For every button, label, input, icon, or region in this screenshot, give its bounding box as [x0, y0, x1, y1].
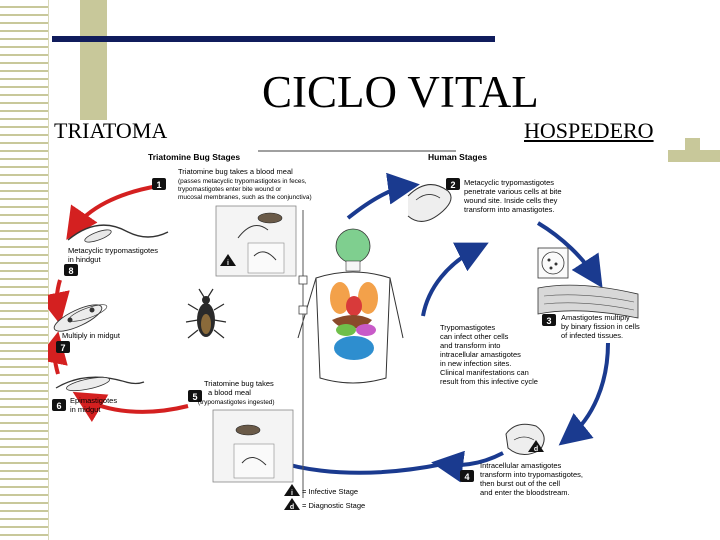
- step-4-text: Intracellular amastigotes transform into…: [480, 461, 585, 497]
- arrow-2-to-3: [536, 221, 603, 289]
- svg-text:d: d: [534, 446, 538, 453]
- step-1-text: Triatomine bug takes a blood meal (passe…: [178, 167, 312, 201]
- step-6-text: Epimastigotes in midgut: [70, 396, 119, 414]
- step-badge-5: 5: [188, 390, 202, 402]
- step-badge-3: 3: [542, 314, 556, 326]
- svg-text:8: 8: [68, 266, 73, 276]
- arrow-3-to-4: [558, 342, 610, 446]
- infective-stage-marker-top: i: [220, 254, 236, 267]
- svg-text:7: 7: [60, 343, 65, 353]
- svg-text:1: 1: [156, 180, 161, 190]
- bug-bite-illustration-top: [215, 205, 297, 277]
- olive-corner-bar: [668, 150, 720, 162]
- step-badge-7: 7: [56, 341, 70, 353]
- arrow-5-to-6: [72, 391, 189, 423]
- svg-text:d: d: [290, 504, 294, 511]
- svg-text:5: 5: [192, 392, 197, 402]
- svg-text:3: 3: [546, 316, 551, 326]
- triatomine-bug-illustration: [185, 288, 227, 339]
- arrow-4-to-3-cycle: [421, 242, 489, 317]
- svg-text:= Diagnostic Stage: = Diagnostic Stage: [302, 501, 365, 510]
- svg-text:i: i: [227, 260, 229, 267]
- heading-bug-stages: Triatomine Bug Stages: [148, 152, 240, 162]
- navy-title-line: [52, 36, 495, 42]
- human-figure-illustration: [297, 210, 404, 498]
- step-5-text: Triatomine bug takes a blood meal (trypo…: [198, 379, 276, 406]
- arrow-6-to-7: [48, 331, 68, 375]
- amastigote-tissue-drawing: [537, 284, 639, 319]
- heading-human-stages: Human Stages: [428, 152, 487, 162]
- svg-text:= Infective Stage: = Infective Stage: [302, 487, 358, 496]
- infected-cell-drawing: [537, 247, 569, 279]
- bug-bite-illustration-bottom: [212, 409, 294, 483]
- step-3-text: Amastigotes multiply by binary fission i…: [561, 313, 642, 340]
- arrow-1-to-2: [346, 172, 420, 220]
- epimastigote-drawing: [55, 376, 145, 392]
- label-triatoma: TRIATOMA: [54, 118, 168, 143]
- step-8-text: Metacyclic trypomastigotes in hindgut: [68, 246, 160, 264]
- label-hospedero: HOSPEDERO: [524, 118, 654, 143]
- legend-infective-stage: i = Infective Stage: [284, 484, 358, 497]
- step-badge-8: 8: [64, 264, 78, 276]
- life-cycle-diagram: Triatomine Bug Stages Human Stages 1 2 3…: [48, 150, 642, 511]
- arrow-8-to-7: [48, 279, 70, 325]
- arrow-1-to-8: [66, 184, 159, 240]
- step-badge-2: 2: [446, 178, 460, 190]
- penetrating-trypomastigote-drawing: [407, 184, 452, 222]
- olive-accent-bar: [80, 0, 107, 120]
- arrow-4-to-center: [431, 450, 504, 483]
- diagnostic-stage-marker: d: [528, 440, 544, 453]
- step-badge-4: 4: [460, 470, 474, 482]
- metacyclic-trypomastigote-drawing: [67, 224, 169, 243]
- step-badge-1: 1: [152, 178, 166, 190]
- slide-title: CICLO VITAL: [262, 67, 539, 117]
- svg-text:4: 4: [464, 472, 469, 482]
- step-badge-6: 6: [52, 399, 66, 411]
- svg-text:6: 6: [56, 401, 61, 411]
- step-2-text: Metacyclic trypomastigotes penetrate var…: [463, 178, 564, 214]
- center-infection-text: Trypomastigotes can infect other cells a…: [440, 323, 538, 386]
- svg-text:2: 2: [450, 180, 455, 190]
- step-7-text: Multiply in midgut: [62, 331, 121, 340]
- legend-diagnostic-stage: d = Diagnostic Stage: [284, 498, 365, 511]
- midgut-parasites-drawing: [53, 304, 108, 332]
- svg-text:i: i: [291, 490, 293, 497]
- olive-corner-square: [685, 138, 700, 150]
- left-stripe-decoration: [0, 0, 49, 540]
